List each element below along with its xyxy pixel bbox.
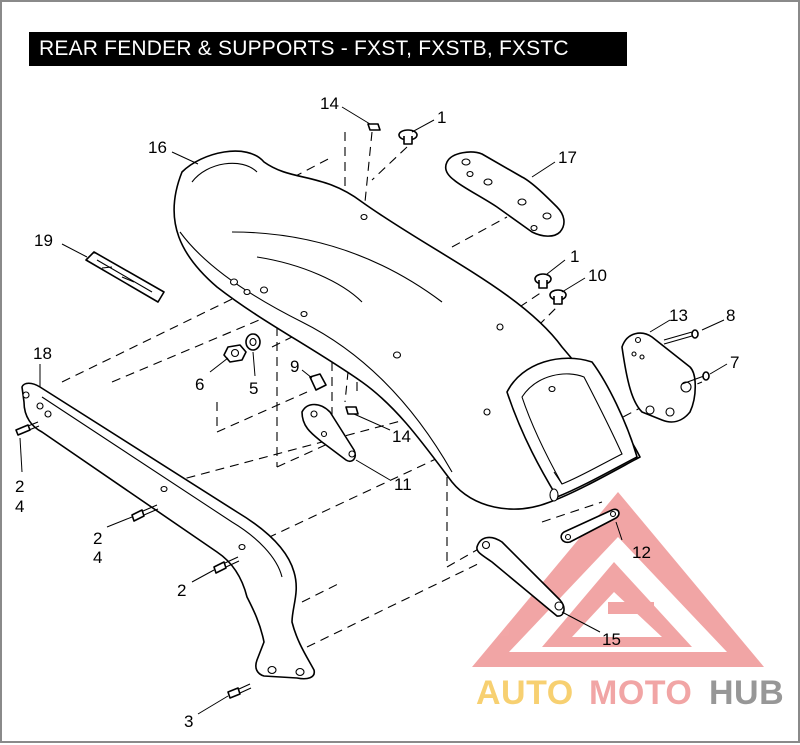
watermark-logo: AUTO MOTO HUB [472, 492, 784, 712]
callout-18: 18 [33, 344, 52, 363]
spring-clip-top [367, 123, 381, 131]
reflector [85, 251, 165, 303]
lower-support-strap [476, 536, 565, 617]
callout-14-top: 14 [320, 94, 339, 113]
rear-bracket [621, 332, 697, 423]
rear-fender [173, 150, 641, 510]
bolt-bottom [227, 683, 252, 699]
callout-13: 13 [669, 306, 688, 325]
push-button-mid [534, 273, 552, 289]
callout-17: 17 [558, 148, 577, 167]
callout-labels: 14 1 16 17 19 1 10 13 8 7 9 14 11 18 2 4… [15, 94, 739, 731]
washer [245, 333, 261, 351]
callout-4-middle: 4 [93, 548, 102, 567]
bolt-left [15, 421, 40, 436]
callout-9: 9 [290, 357, 299, 376]
callout-1-top: 1 [437, 108, 446, 127]
callout-4-left: 4 [15, 497, 24, 516]
screw-7 [681, 371, 710, 385]
bolt-middle [131, 504, 159, 522]
callout-2-left: 2 [15, 477, 24, 496]
callout-12: 12 [632, 543, 651, 562]
callout-2-middle: 2 [93, 529, 102, 548]
watermark-inner-icon [542, 562, 692, 647]
callout-1-mid: 1 [570, 247, 579, 266]
leader-lines [19, 106, 728, 715]
callout-11: 11 [394, 475, 412, 494]
callout-3: 3 [184, 712, 193, 731]
watermark-text-moto: MOTO [589, 674, 692, 712]
push-button-top [398, 129, 418, 145]
small-link-bracket [560, 508, 620, 544]
acorn-nut [223, 344, 247, 363]
fender-support-rail [21, 382, 316, 680]
callout-10: 10 [588, 266, 607, 285]
callout-2-lower: 2 [177, 581, 186, 600]
diagram-title: REAR FENDER & SUPPORTS - FXST, FXSTB, FX… [29, 32, 627, 66]
watermark-text-hub: HUB [709, 674, 784, 712]
push-button-side [549, 289, 567, 305]
retaining-clip [309, 373, 327, 391]
callout-5: 5 [249, 379, 258, 398]
callout-15: 15 [602, 630, 621, 649]
callout-16: 16 [148, 138, 167, 157]
callout-7: 7 [730, 353, 739, 372]
callout-14-lower: 14 [392, 427, 411, 446]
clip-nut-lower [345, 406, 359, 415]
screw-8 [663, 329, 699, 345]
callout-19: 19 [34, 231, 53, 250]
callout-6: 6 [195, 375, 204, 394]
bolt-lower [213, 556, 240, 574]
watermark-text-auto: AUTO [476, 674, 574, 712]
fasteners [15, 123, 710, 699]
fender-clip-bracket [301, 403, 357, 463]
callout-8: 8 [726, 306, 735, 325]
fender-plate [444, 151, 565, 237]
